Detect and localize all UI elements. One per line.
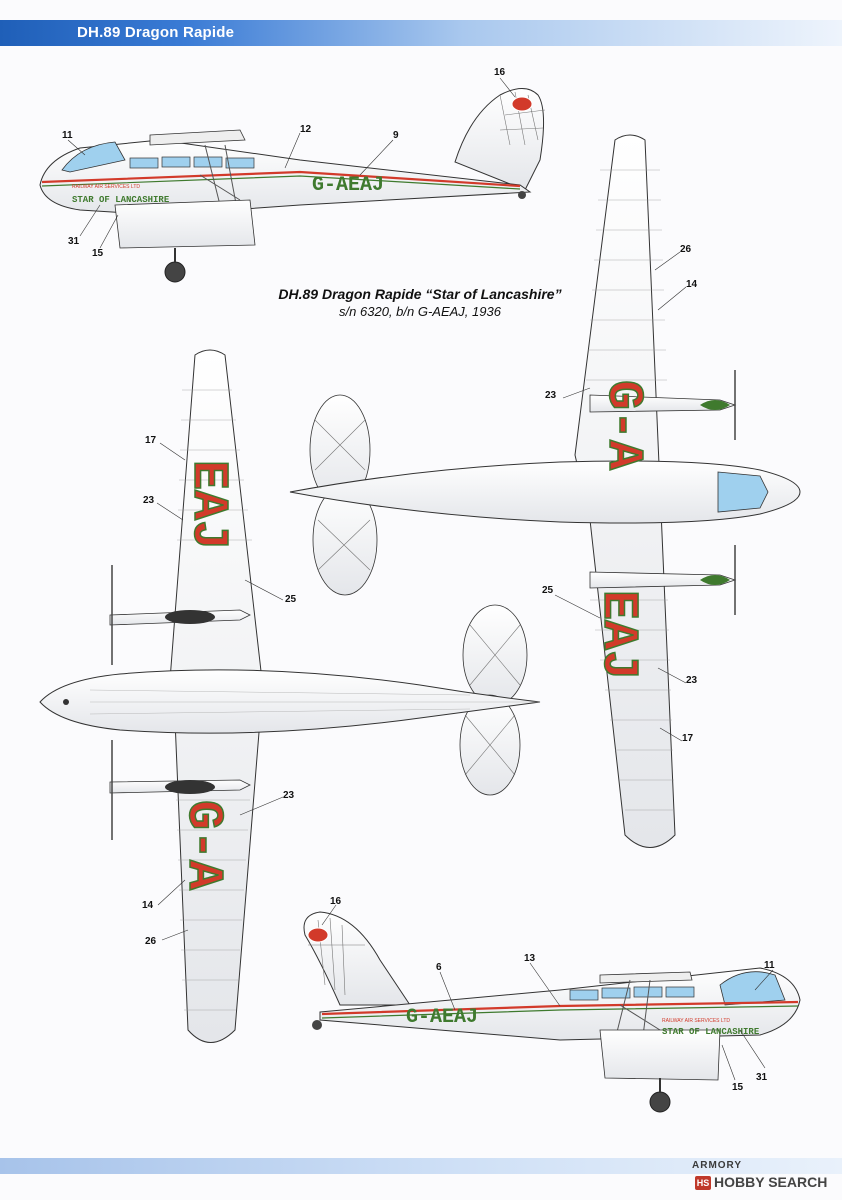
under-callout-23b: 23 (283, 790, 295, 801)
roundel-emblem (511, 96, 533, 112)
registration-side-top: G-AEAJ (312, 174, 384, 197)
caption-subtitle: s/n 6320, b/n G-AEAJ, 1936 (339, 304, 501, 319)
header-band (0, 20, 842, 46)
underside-plan-view: EAJ G-A 17 23 25 23 14 26 (39, 349, 541, 1043)
name-text-bottom: STAR OF LANCASHIRE (662, 1027, 760, 1037)
registration-side-bottom: G-AEAJ (406, 1006, 478, 1029)
callout-15: 15 (92, 248, 104, 259)
airline-text-top: RAILWAY AIR SERVICES LTD (72, 184, 140, 190)
bottom-callout-6: 6 (436, 962, 442, 973)
wing-letters-lower: EAJ (589, 590, 646, 680)
callout-14: 14 (686, 279, 698, 290)
top-plan-view: G-A EAJ 26 14 23 25 23 17 (289, 134, 801, 848)
callout-31: 31 (68, 236, 80, 247)
callout-11: 11 (62, 130, 73, 141)
plate-caption: DH.89 Dragon Rapide “Star of Lancashire”… (230, 286, 610, 319)
under-callout-23: 23 (143, 495, 155, 506)
watermark-text: HOBBY SEARCH (714, 1174, 828, 1190)
footer-band (0, 1158, 842, 1174)
caption-title: DH.89 Dragon Rapide “Star of Lancashire” (278, 286, 562, 302)
callout-25: 25 (542, 585, 554, 596)
side-profile-bottom: G-AEAJ RAILWAY AIR SERVICES LTD STAR OF … (303, 896, 801, 1113)
airline-text-bottom: RAILWAY AIR SERVICES LTD (662, 1018, 730, 1024)
callout-16: 16 (494, 67, 506, 78)
bottom-callout-15: 15 (732, 1082, 744, 1093)
watermark-icon: HS (695, 1176, 711, 1190)
under-callout-26: 26 (145, 936, 157, 947)
brand-logo: ARMORY (692, 1160, 743, 1171)
callout-9: 9 (393, 130, 399, 141)
underwing-letters-lower: G-A (174, 800, 231, 890)
callout-12: 12 (300, 124, 312, 135)
callout-23b: 23 (686, 675, 698, 686)
side-profile-top: G-AEAJ RAILWAY AIR SERVICES LTD STAR OF … (39, 67, 546, 283)
name-text-top: STAR OF LANCASHIRE (72, 195, 170, 205)
bottom-callout-11: 11 (764, 960, 775, 971)
bottom-callout-13: 13 (524, 953, 536, 964)
under-callout-14: 14 (142, 900, 154, 911)
underwing-letters-upper: EAJ (179, 460, 236, 550)
callout-26: 26 (680, 244, 692, 255)
under-callout-17: 17 (145, 435, 157, 446)
roundel-emblem-bottom (307, 927, 329, 943)
bottom-callout-16: 16 (330, 896, 342, 907)
bottom-callout-31: 31 (756, 1072, 768, 1083)
callout-23: 23 (545, 390, 557, 401)
wing-letters-upper: G-A (594, 380, 651, 470)
under-callout-25: 25 (285, 594, 297, 605)
callout-17: 17 (682, 733, 694, 744)
page-title: DH.89 Dragon Rapide (77, 24, 235, 41)
